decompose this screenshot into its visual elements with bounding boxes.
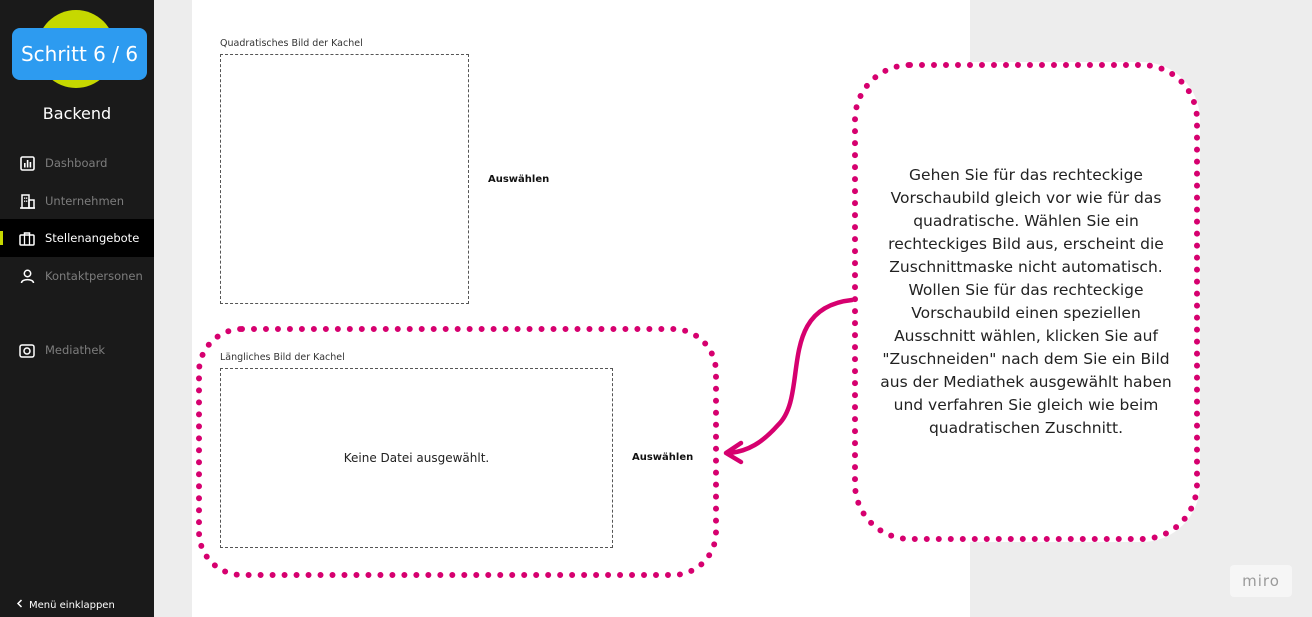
chevron-left-icon [16, 599, 23, 611]
square-image-select-button[interactable]: Auswählen [488, 174, 550, 185]
miro-watermark: miro [1230, 565, 1292, 597]
collapse-menu-label: Menü einklappen [29, 599, 115, 611]
sidebar-item-label: Dashboard [45, 156, 108, 170]
sidebar-item-unternehmen[interactable]: Unternehmen [0, 182, 154, 220]
wide-image-label: Längliches Bild der Kachel [220, 352, 345, 363]
wide-image-select-button[interactable]: Auswählen [632, 452, 694, 463]
camera-icon [18, 341, 36, 359]
collapse-menu-button[interactable]: Menü einklappen [16, 599, 115, 611]
highlight-frame [196, 326, 719, 578]
person-icon [18, 267, 36, 285]
sidebar-item-label: Unternehmen [45, 194, 125, 208]
sidebar-item-label: Kontaktpersonen [45, 269, 143, 283]
sidebar-item-dashboard[interactable]: Dashboard [0, 144, 154, 182]
square-image-dropzone[interactable] [220, 54, 469, 304]
sidebar-item-label: Stellenangebote [45, 231, 140, 245]
sidebar-item-stellenangebote[interactable]: Stellenangebote [0, 219, 154, 257]
callout-box: Gehen Sie für das rechteckige Vorschaubi… [852, 62, 1200, 542]
chart-icon [18, 154, 36, 172]
no-file-status: Keine Datei ausgewählt. [343, 451, 490, 465]
brand-title: Backend [42, 104, 112, 123]
sidebar-item-kontaktpersonen[interactable]: Kontaktpersonen [0, 257, 154, 295]
sidebar: Backend Dashboard Unternehmen Stellenang… [0, 0, 154, 617]
step-badge: Schritt 6 / 6 [12, 28, 147, 80]
building-icon [18, 192, 36, 210]
wide-image-dropzone[interactable]: Keine Datei ausgewählt. [220, 368, 613, 548]
briefcase-icon [18, 229, 36, 247]
callout-text: Gehen Sie für das rechteckige Vorschaubi… [880, 166, 1172, 437]
square-image-label: Quadratisches Bild der Kachel [220, 38, 363, 49]
sidebar-item-label: Mediathek [45, 343, 106, 357]
sidebar-item-mediathek[interactable]: Mediathek [0, 331, 154, 369]
